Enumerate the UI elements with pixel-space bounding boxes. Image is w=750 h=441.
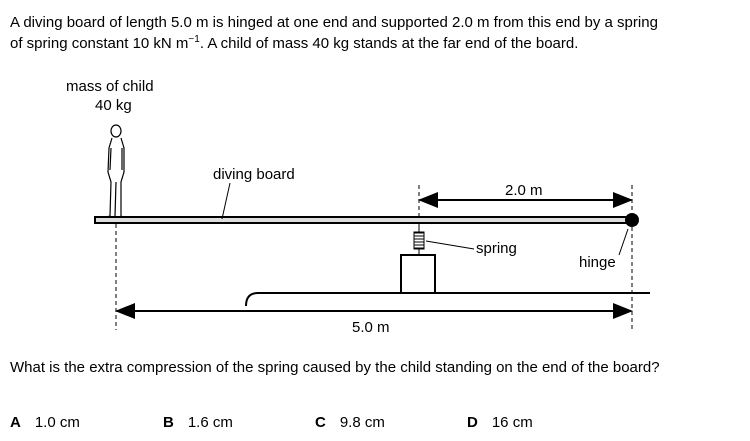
option-letter: B	[163, 414, 174, 431]
stem-text: . A child of mass 40 kg stands at the fa…	[199, 35, 579, 52]
question-stem-line2: of spring constant 10 kN m−1. A child of…	[10, 34, 578, 52]
mass-label: mass of child	[66, 78, 154, 95]
stem-superscript: −1	[188, 34, 200, 45]
board-label: diving board	[213, 166, 295, 183]
spring-pointer	[425, 240, 475, 250]
option-value: 1.0 cm	[34, 414, 80, 431]
guide-lines	[115, 185, 633, 330]
board-length-label: 5.0 m	[352, 319, 390, 336]
option-d[interactable]: D 16 cm	[467, 414, 533, 431]
ground	[245, 292, 650, 307]
question-stem-line1: A diving board of length 5.0 m is hinged…	[10, 14, 658, 31]
diving-board	[94, 216, 633, 224]
option-c[interactable]: C 9.8 cm	[315, 414, 385, 431]
spring-label: spring	[476, 240, 517, 257]
hinge-pointer	[618, 228, 629, 256]
question-prompt: What is the extra compression of the spr…	[10, 359, 660, 376]
option-value: 1.6 cm	[187, 414, 233, 431]
spring-distance-label: 2.0 m	[505, 182, 543, 199]
option-value: 9.8 cm	[339, 414, 385, 431]
hinge-label: hinge	[579, 254, 616, 271]
stem-text: of spring constant 10 kN m	[10, 35, 189, 52]
option-letter: A	[10, 414, 21, 431]
option-letter: C	[315, 414, 326, 431]
spring	[413, 224, 425, 255]
child-figure	[103, 124, 127, 219]
option-a[interactable]: A 1.0 cm	[10, 414, 80, 431]
option-value: 16 cm	[491, 414, 533, 431]
board-pointer	[221, 182, 231, 220]
mass-value: 40 kg	[95, 97, 132, 114]
spring-support-block	[400, 254, 436, 294]
option-letter: D	[467, 414, 478, 431]
option-b[interactable]: B 1.6 cm	[163, 414, 233, 431]
